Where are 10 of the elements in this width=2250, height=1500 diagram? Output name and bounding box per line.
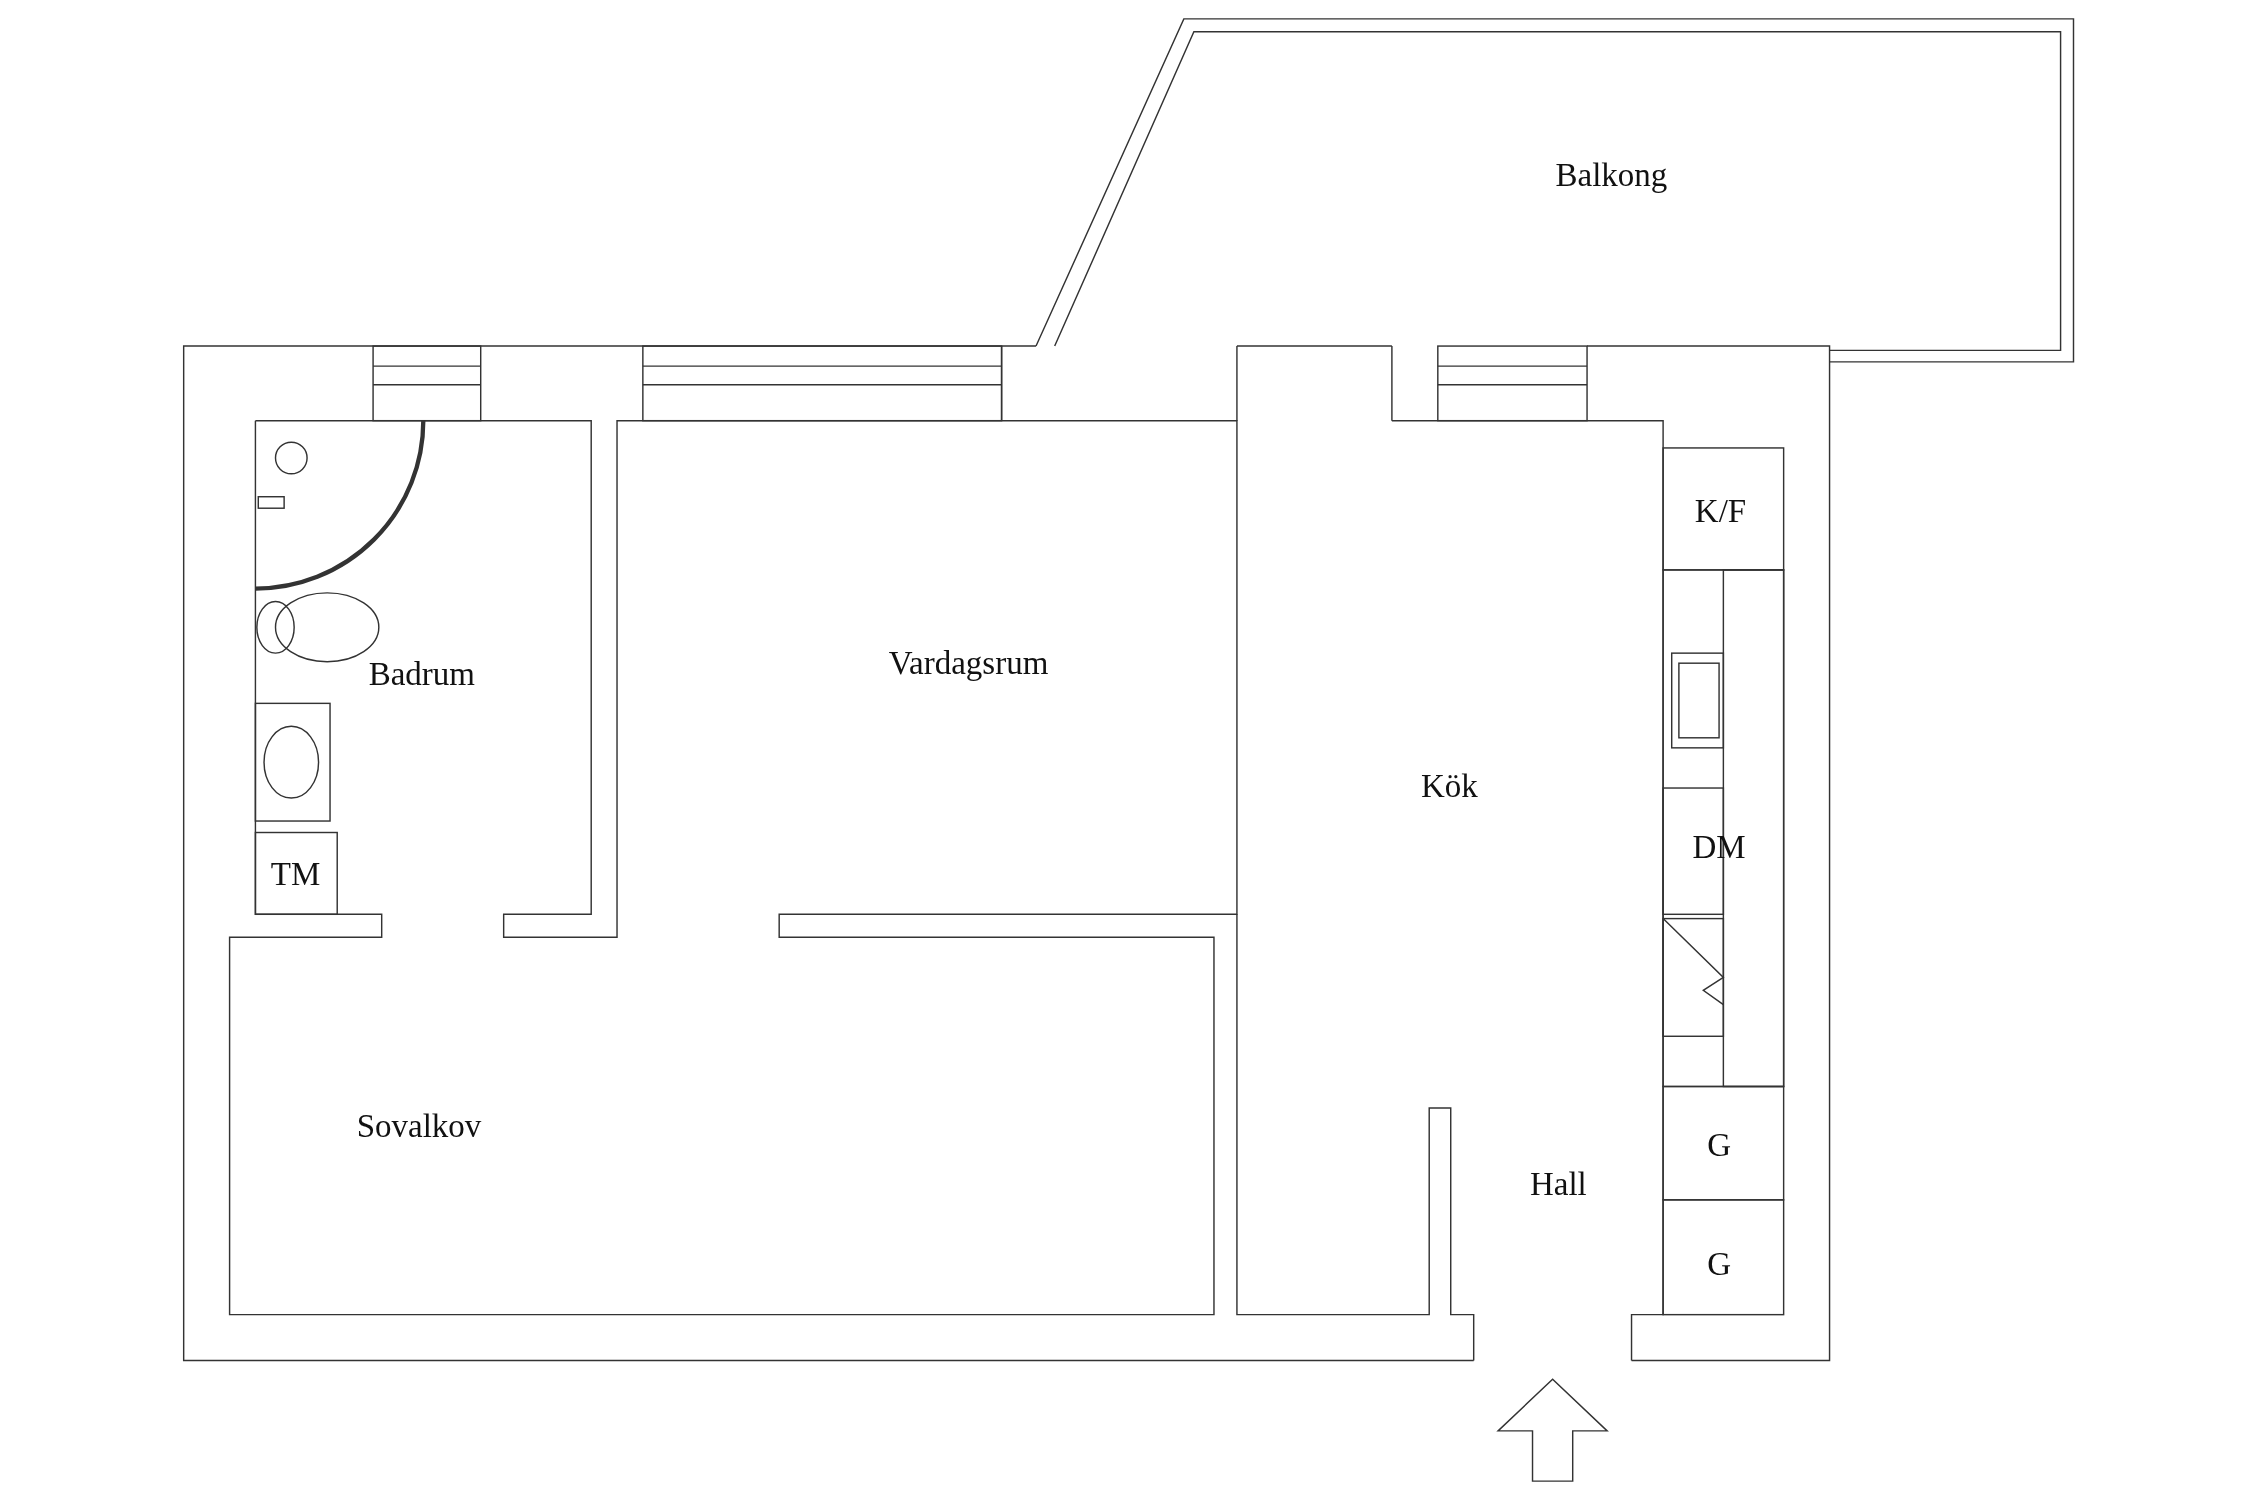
room-label: Balkong <box>1555 158 1668 192</box>
room-label: Sovalkov <box>356 1109 482 1143</box>
room-label: Kök <box>1420 769 1478 803</box>
room-label: Vardagsrum <box>888 646 1049 680</box>
appliance-label: G <box>1707 1247 1731 1281</box>
appliance-label: K/F <box>1694 494 1747 528</box>
room-label: Badrum <box>368 657 476 691</box>
appliance-label: G <box>1707 1128 1731 1162</box>
appliance-label: TM <box>270 857 321 891</box>
room-label: Hall <box>1529 1167 1587 1201</box>
